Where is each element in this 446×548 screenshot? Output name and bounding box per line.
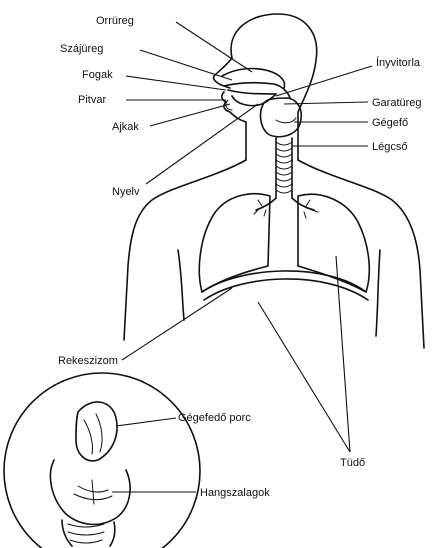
label-gegefedo-porc: Gégefedő porc <box>178 412 251 424</box>
label-pitvar: Pitvar <box>78 94 106 106</box>
lungs <box>199 194 369 292</box>
label-nyelv: Nyelv <box>112 186 140 198</box>
label-szajureg: Szájüreg <box>60 43 103 55</box>
larynx-inset <box>4 373 200 548</box>
diaphragm <box>202 271 368 300</box>
label-legcso: Légcső <box>372 141 407 153</box>
label-gegefo: Gégefő <box>372 117 408 129</box>
label-tudo: Tüdő <box>340 457 365 469</box>
trachea-rings <box>276 142 292 193</box>
label-rekeszizom: Rekeszizom <box>58 355 118 367</box>
label-fogak: Fogak <box>82 69 113 81</box>
label-hangszalagok: Hangszalagok <box>200 487 270 499</box>
label-garatureg: Garatüreg <box>372 97 422 109</box>
label-ajkak: Ajkak <box>112 121 139 133</box>
head-cavities <box>222 69 290 110</box>
label-nyvitorla: Ínyvitorla <box>376 56 421 69</box>
label-orrureg: Orrüreg <box>96 15 134 27</box>
larynx-trachea <box>254 98 318 218</box>
labels: Orrüreg Szájüreg Fogak Pitvar Ajkak Nyel… <box>58 15 422 499</box>
